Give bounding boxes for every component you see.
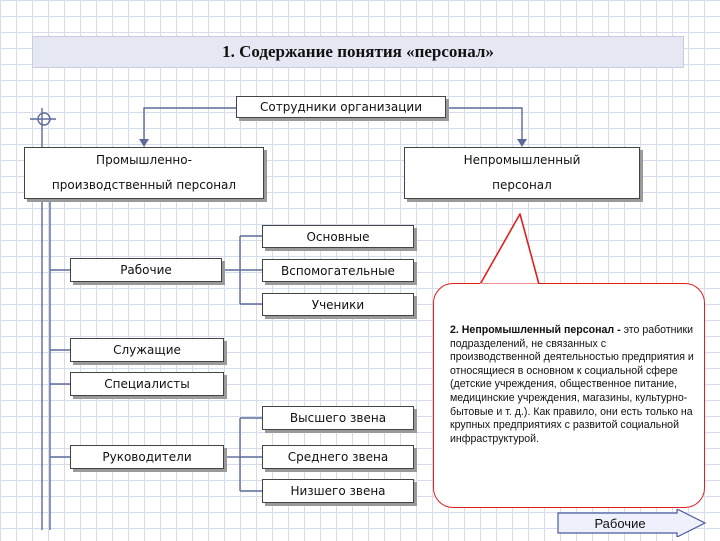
node-employees: Служащие: [70, 338, 224, 362]
node-auxiliary-workers: Вспомогательные: [262, 259, 414, 282]
connector-root-industrial: [143, 107, 236, 140]
arrowhead-industrial: [139, 139, 149, 147]
node-root: Сотрудники организации: [236, 96, 446, 118]
node-industrial-personnel: Промышленно- производственный персонал: [24, 147, 264, 199]
connector-root-nonindustrial: [446, 107, 523, 140]
node-workers: Рабочие: [70, 258, 222, 282]
arrowhead-nonindustrial: [517, 139, 527, 147]
node-nonindustrial-line2: персонал: [492, 178, 552, 192]
node-middle-level-managers: Среднего звена: [262, 445, 414, 469]
callout-body: это работники подразделений, не связанны…: [450, 324, 694, 445]
node-top-level-managers: Высшего звена: [262, 406, 414, 430]
arrow-right-icon: [557, 508, 707, 538]
next-workers-label: Рабочие: [594, 515, 646, 531]
node-apprentices: Ученики: [262, 293, 414, 316]
node-industrial-line1: Промышленно-: [96, 153, 192, 167]
node-main-workers: Основные: [262, 225, 414, 248]
connector-spine-node: [37, 112, 51, 126]
callout-heading: 2. Непромышленный персонал -: [450, 324, 621, 336]
next-workers-button[interactable]: Рабочие: [557, 508, 707, 538]
node-specialists: Специалисты: [70, 372, 224, 396]
node-lower-level-managers: Низшего звена: [262, 479, 414, 503]
node-industrial-line2: производственный персонал: [51, 178, 237, 192]
node-nonindustrial-personnel: Непромышленный персонал: [404, 147, 640, 199]
node-managers: Руководители: [70, 445, 224, 469]
slide-title: 1. Содержание понятия «персонал»: [32, 36, 684, 68]
node-nonindustrial-line1: Непромышленный: [463, 153, 581, 167]
nonindustrial-callout: 2. Непромышленный персонал - это работни…: [433, 283, 705, 508]
